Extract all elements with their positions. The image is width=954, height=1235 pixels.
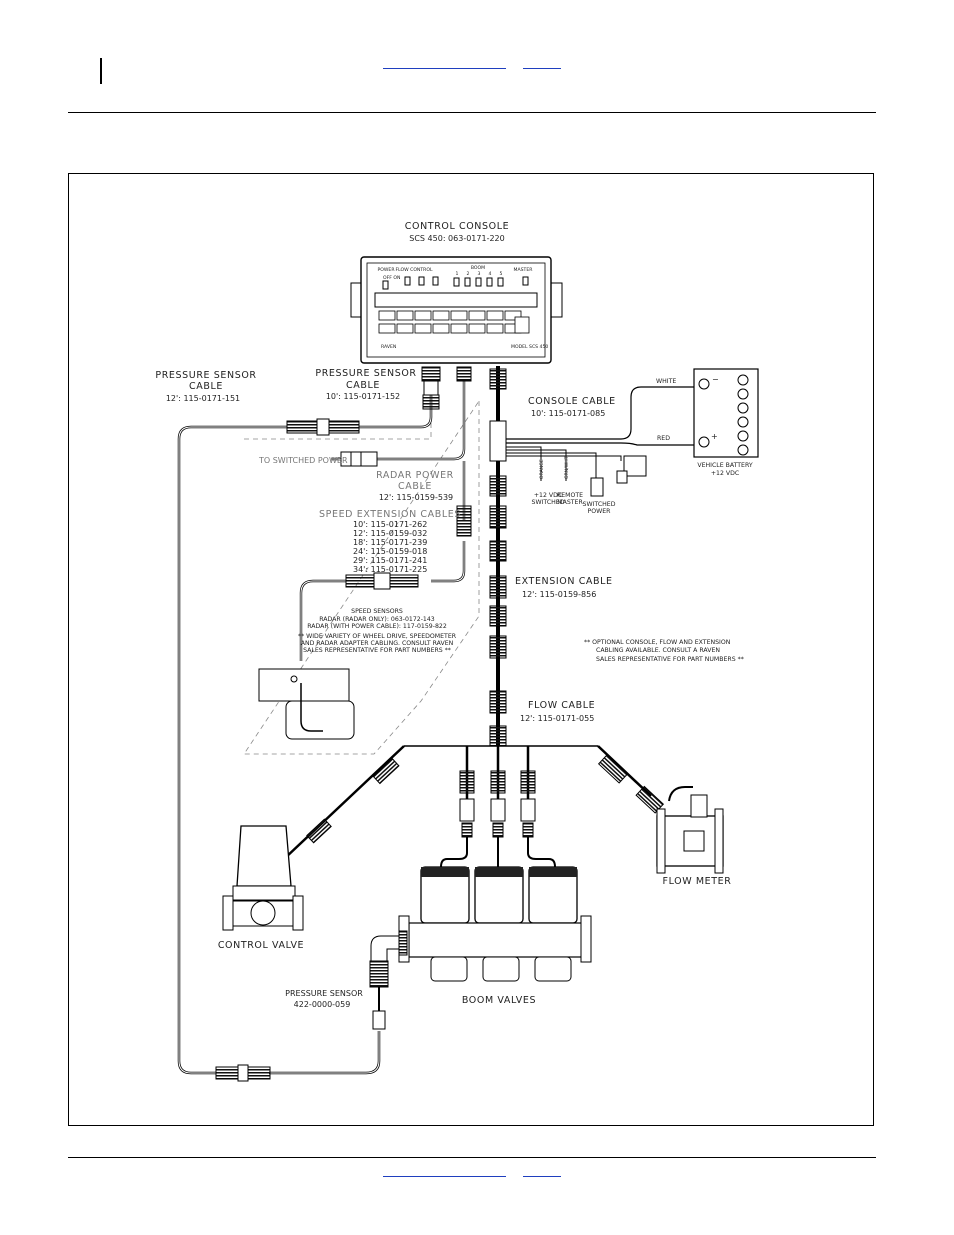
battery-label-1: VEHICLE BATTERY [697, 462, 753, 469]
svg-text:POWER: POWER [377, 267, 395, 273]
control-valve-cable [283, 745, 405, 860]
console-pressure-connector [421, 366, 441, 410]
pressure-cable-left-part: 12': 115-0171-151 [166, 394, 240, 403]
speed-extension-title: SPEED EXTENSION CABLES [319, 509, 461, 520]
pressure-cable-left-title-1: PRESSURE SENSOR [155, 370, 256, 381]
pressure-sensor-part: 422-0000-059 [294, 1000, 351, 1009]
flow-cable-part: 12': 115-0171-055 [520, 714, 594, 723]
header-margin-bar [100, 58, 102, 84]
svg-text:5: 5 [500, 271, 503, 277]
flow-meter-label: FLOW METER [663, 876, 732, 887]
flow-meter [656, 786, 724, 874]
speed-sensors-line-1: RADAR (RADAR ONLY): 063-0172-143 [319, 616, 435, 623]
speed-sensors-note-1: ** WIDE VARIETY OF WHEEL DRIVE, SPEEDOME… [298, 633, 457, 640]
svg-text:MODEL SCS 450: MODEL SCS 450 [511, 344, 548, 350]
svg-text:3: 3 [478, 271, 481, 277]
extension-cable-title: EXTENSION CABLE [515, 576, 613, 587]
radar-power-title-1: RADAR POWER [376, 470, 454, 481]
extension-cable-part: 12': 115-0159-856 [522, 590, 596, 599]
remote-master-label-2: MASTER [557, 499, 583, 506]
svg-text:OFF ON: OFF ON [383, 275, 400, 281]
control-valve-connectors [372, 757, 400, 785]
control-valve [222, 825, 304, 931]
trunk-connectors [489, 368, 507, 747]
diagram-frame: CONTROL CONSOLE SCS 450: 063-0171-220 PO… [68, 173, 874, 1126]
pressure-cable-left-title-2: CABLE [189, 381, 223, 392]
speed-extension-part-6: 34': 115-0171-225 [353, 565, 427, 574]
red-wire [506, 442, 701, 446]
switched-power-label-2: POWER [588, 508, 612, 515]
speed-extension-part-4: 24': 115-0159-018 [353, 547, 427, 556]
battery-minus: − [712, 375, 719, 384]
svg-text:RAVEN: RAVEN [381, 344, 396, 350]
speed-sensors-note-3: SALES REPRESENTATIVE FOR PART NUMBERS ** [303, 647, 451, 654]
footer-rule [68, 1157, 876, 1158]
optional-note-3: SALES REPRESENTATIVE FOR PART NUMBERS ** [596, 656, 744, 663]
radar-power-part: 12': 115-0159-539 [379, 493, 453, 502]
speed-extension-part-2: 12': 115-0159-032 [353, 529, 427, 538]
red-wire-label: RED [657, 435, 670, 442]
optional-note-2: CABLING AVAILABLE. CONSULT A RAVEN [596, 647, 720, 654]
radar-speed-sensor [258, 668, 355, 740]
pressure-sensor-title: PRESSURE SENSOR [285, 989, 363, 998]
speed-sensors-line-2: RADAR (WITH POWER CABLE): 117-0159-822 [307, 623, 447, 630]
pressure-sensor [369, 930, 408, 1030]
boom-valves-assembly [398, 866, 592, 982]
speed-extension-part-1: 10': 115-0171-262 [353, 520, 427, 529]
flow-cable-title: FLOW CABLE [528, 700, 595, 711]
control-console: POWER FLOW CONTROL BOOM MASTER OFF ON 1 … [350, 256, 563, 364]
svg-text:BOOM: BOOM [471, 265, 485, 271]
control-valve-label: CONTROL VALVE [218, 940, 304, 951]
plus-12vdc-label-2: SWITCHED [532, 499, 565, 506]
speed-extension-part-5: 29': 115-0171-241 [353, 556, 427, 565]
boom-valves-label: BOOM VALVES [462, 995, 536, 1006]
console-cable-part: 10': 115-0171-085 [531, 409, 605, 418]
battery-label-2: +12 VDC [711, 470, 739, 477]
console-part: SCS 450: 063-0171-220 [409, 234, 504, 243]
radar-power-connector [456, 505, 472, 537]
footer-page-link[interactable] [523, 1166, 561, 1177]
white-wire-label: WHITE [656, 378, 676, 385]
white-wire [506, 386, 701, 440]
radar-power-title-2: CABLE [398, 481, 432, 492]
switched-power-plug [590, 477, 604, 497]
header-chapter-link[interactable] [383, 58, 506, 69]
svg-text:1: 1 [456, 271, 459, 277]
vehicle-battery [693, 368, 759, 458]
svg-text:FLOW CONTROL: FLOW CONTROL [395, 267, 433, 273]
plus-12vdc-label-1: +12 VDC [534, 492, 562, 499]
speed-sensors-title: SPEED SENSORS [351, 608, 403, 615]
svg-text:MASTER: MASTER [514, 267, 534, 273]
svg-text:4: 4 [489, 271, 492, 277]
speed-sensors-note-2: AND RADAR ADAPTER CABLING. CONSULT RAVEN [301, 640, 454, 647]
pressure-cable-right-part: 10': 115-0171-152 [326, 392, 400, 401]
orange-wire-label: ORANGE [539, 459, 545, 479]
pressure-cable-connector-top [286, 418, 360, 436]
speed-extension-part-3: 18': 115-0171-239 [353, 538, 427, 547]
header-rule [68, 112, 876, 113]
pressure-cable-connector-bottom [215, 1064, 271, 1082]
switched-power-connector [340, 451, 378, 467]
grn-wht-wire-label: GRN/WHT [564, 456, 570, 479]
header-page-link[interactable] [523, 58, 561, 69]
console-title: CONTROL CONSOLE [405, 221, 509, 232]
svg-text:2: 2 [467, 271, 470, 277]
battery-plus: + [711, 432, 718, 441]
pressure-cable-right-title-1: PRESSURE SENSOR [315, 368, 416, 379]
to-switched-power-label: TO SWITCHED POWER [258, 456, 348, 465]
footer-chapter-link[interactable] [383, 1166, 506, 1177]
speed-extension-connector [345, 572, 419, 590]
battery-fuse-holder [623, 455, 647, 477]
optional-note-1: ** OPTIONAL CONSOLE, FLOW AND EXTENSION [584, 639, 731, 646]
switched-power-label-1: SWITCHED [583, 501, 616, 508]
boom-valve-connectors [459, 770, 536, 838]
wiring-diagram: CONTROL CONSOLE SCS 450: 063-0171-220 PO… [155, 221, 759, 1082]
pressure-cable-right-title-2: CABLE [346, 380, 380, 391]
console-cable-title: CONSOLE CABLE [528, 396, 616, 407]
remote-master-label-1: REMOTE [557, 492, 583, 499]
flow-meter-connector [597, 754, 629, 784]
